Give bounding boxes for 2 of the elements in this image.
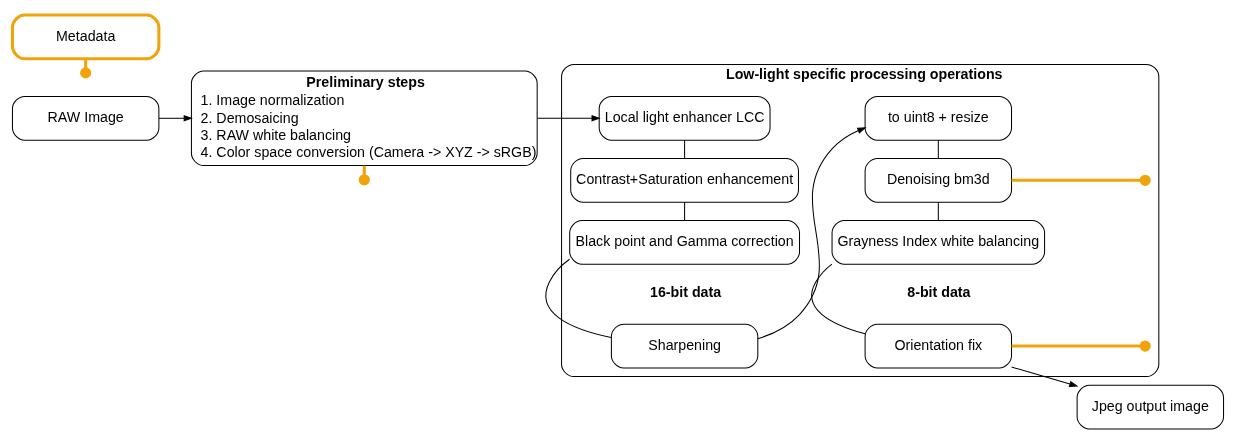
- label: 8-bit data: [907, 283, 971, 300]
- label: 16-bit data: [650, 283, 722, 300]
